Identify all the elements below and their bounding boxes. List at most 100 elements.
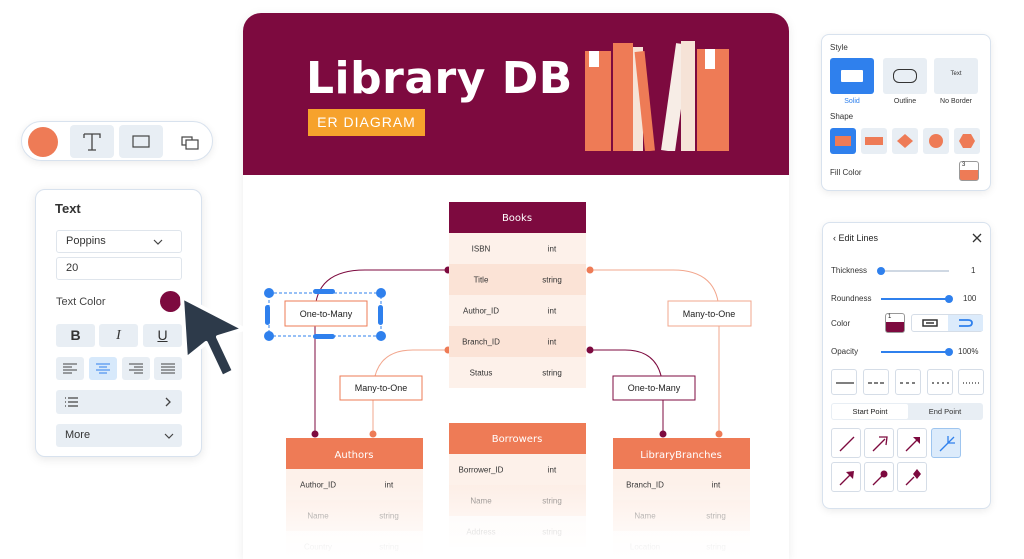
shape-wide-rectangle-option[interactable] <box>861 128 887 154</box>
line-type-curved[interactable] <box>948 315 983 331</box>
shape-circle-option[interactable] <box>923 128 949 154</box>
color-picker-button[interactable] <box>28 127 58 157</box>
line-dash-option[interactable] <box>863 369 889 395</box>
align-left-button[interactable] <box>56 357 84 380</box>
shape-tool-button[interactable] <box>119 125 163 158</box>
relation-books-branches-otm: One-to-Many <box>612 375 696 401</box>
hexagon-icon <box>959 134 975 148</box>
endpoint-diamond-option[interactable] <box>897 462 927 492</box>
svg-text:Many-to-One: Many-to-One <box>683 309 736 319</box>
style-label: Style <box>830 43 848 52</box>
endpoint-filled-arrow-option[interactable] <box>897 428 927 458</box>
endpoint-crowfoot-option[interactable] <box>931 428 961 458</box>
chevron-left-icon: ‹ <box>833 233 836 243</box>
svg-text:One-to-Many: One-to-Many <box>300 309 353 319</box>
line-dotted-option[interactable] <box>958 369 984 395</box>
straight-connector-icon <box>922 319 938 327</box>
entity-field-type: string <box>542 276 562 285</box>
opacity-slider-knob[interactable] <box>945 348 953 356</box>
align-right-button[interactable] <box>122 357 150 380</box>
solid-line-icon <box>836 382 854 384</box>
opacity-label: Opacity <box>831 347 859 356</box>
endpoint-open-arrow-option[interactable] <box>864 428 894 458</box>
roundness-value: 100 <box>963 294 977 303</box>
endpoint-none-option[interactable] <box>831 428 861 458</box>
diamond-icon <box>897 134 913 148</box>
text-tool-button[interactable] <box>70 125 114 158</box>
fill-color-label: Fill Color <box>830 168 862 177</box>
font-size-input[interactable]: 20 <box>56 257 182 280</box>
entity-field-name: Title <box>474 276 489 285</box>
layers-icon <box>181 136 199 150</box>
curved-connector-icon <box>959 319 973 327</box>
shape-hexagon-option[interactable] <box>954 128 980 154</box>
edit-lines-panel: ‹ Edit Lines Thickness 1 Roundness 100 C… <box>822 222 991 509</box>
line-solid-option[interactable] <box>831 369 857 395</box>
align-justify-button[interactable] <box>154 357 182 380</box>
endpoint-dot-option[interactable] <box>864 462 894 492</box>
font-family-select[interactable]: Poppins <box>56 230 182 253</box>
circle-icon <box>929 134 943 148</box>
entity-field-type: string <box>542 369 562 378</box>
diagram-title: Library DB <box>306 53 573 104</box>
style-no-border-option[interactable]: Text <box>934 58 978 94</box>
short-dash-line-icon <box>932 382 950 384</box>
entity-field-name: Status <box>470 369 493 378</box>
opacity-value: 100% <box>958 347 979 356</box>
entity-books-title: Books <box>502 213 532 224</box>
line-type-straight[interactable] <box>912 315 948 331</box>
line-long-dash-option[interactable] <box>895 369 921 395</box>
relation-books-authors-mto: Many-to-One <box>339 375 423 401</box>
point-tabs: Start Point End Point <box>831 403 983 420</box>
close-icon[interactable] <box>972 233 982 243</box>
align-right-icon <box>129 363 143 374</box>
endpoint-sharp-arrow-option[interactable] <box>831 462 861 492</box>
entity-row <box>449 264 586 295</box>
books-illustration <box>585 41 729 151</box>
tab-end-point[interactable]: End Point <box>928 407 962 416</box>
filled-arrow-icon <box>905 437 920 452</box>
style-solid-option[interactable] <box>830 58 874 94</box>
shape-rectangle-option[interactable] <box>830 128 856 154</box>
entity-row <box>449 295 586 326</box>
bold-button[interactable]: B <box>56 324 95 347</box>
diagram-badge: ER DIAGRAM <box>308 109 425 136</box>
svg-text:Many-to-One: Many-to-One <box>355 383 408 393</box>
align-justify-icon <box>161 363 175 374</box>
thickness-slider-knob[interactable] <box>877 267 885 275</box>
align-center-button[interactable] <box>89 357 117 380</box>
underline-button[interactable]: U <box>143 324 182 347</box>
list-style-button[interactable] <box>56 390 182 414</box>
more-button[interactable]: More <box>56 424 182 447</box>
fill-color-swatch[interactable]: 3 <box>959 161 979 181</box>
entity-field-type: int <box>548 307 557 316</box>
line-color-swatch[interactable]: 1 <box>885 313 905 333</box>
style-no-border-label: No Border <box>940 98 972 105</box>
entity-row <box>449 233 586 264</box>
text-color-swatch[interactable] <box>160 291 181 312</box>
shape-diamond-option[interactable] <box>892 128 918 154</box>
open-arrow-icon <box>872 436 888 452</box>
opacity-slider[interactable] <box>881 351 949 353</box>
sharp-arrow-icon <box>839 471 854 486</box>
edit-lines-title: Edit Lines <box>838 233 879 243</box>
entity-field-name: Borrower_ID <box>459 466 504 475</box>
roundness-slider[interactable] <box>881 298 949 300</box>
thickness-slider[interactable] <box>881 270 949 272</box>
dash-line-icon <box>868 382 886 384</box>
back-button[interactable]: ‹ Edit Lines <box>833 233 878 243</box>
entity-row <box>449 357 586 388</box>
line-short-dash-option[interactable] <box>927 369 953 395</box>
relation-authors-books: One-to-Many <box>264 288 386 341</box>
style-outline-label: Outline <box>893 98 917 105</box>
entity-authors-title: Authors <box>335 450 374 461</box>
layers-button[interactable] <box>172 125 208 158</box>
diamond-end-icon <box>905 469 921 486</box>
roundness-slider-knob[interactable] <box>945 295 953 303</box>
tab-start-point[interactable]: Start Point <box>832 404 908 419</box>
chevron-down-icon <box>153 239 163 245</box>
style-outline-option[interactable] <box>883 58 927 94</box>
dot-end-icon <box>872 470 888 486</box>
italic-button[interactable]: I <box>99 324 138 347</box>
